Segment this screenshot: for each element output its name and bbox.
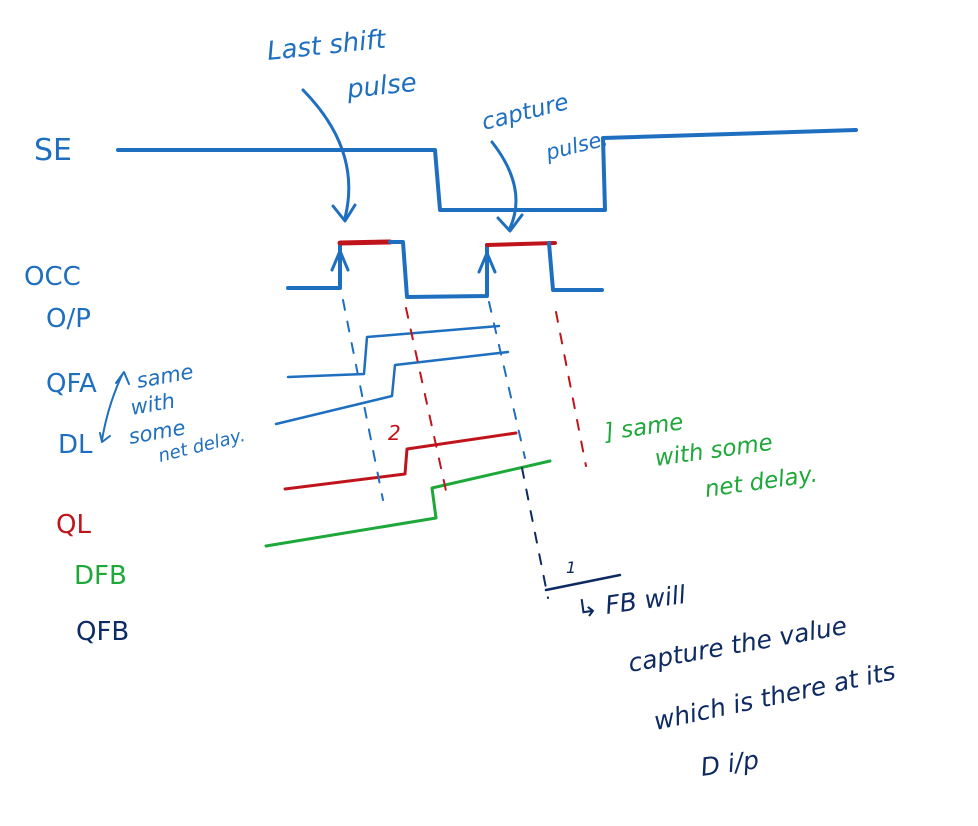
last-shift-arrow-icon xyxy=(301,88,351,220)
waveform-dfb xyxy=(264,459,552,548)
label-dl: DL xyxy=(58,430,93,460)
arrows xyxy=(99,88,524,443)
capture-arrow-icon xyxy=(490,140,518,230)
waveform-qfa xyxy=(286,324,501,379)
green-delay-note-3: net delay. xyxy=(703,461,819,503)
label-ql: QL xyxy=(56,510,91,540)
signal-labels: SE OCC O/P QFA DL QL DFB QFB xyxy=(24,133,129,647)
annotations: Last shift pulse capture pulse. same wit… xyxy=(127,25,898,782)
fb-note-2: capture the value xyxy=(626,611,849,678)
fb-note-1: ↳ FB will xyxy=(575,580,688,624)
label-occ: OCC xyxy=(24,262,81,292)
capture-label-2: pulse. xyxy=(542,126,610,165)
blue-delay-note-1: same xyxy=(135,359,195,393)
qfa-dl-relation-arrow-icon xyxy=(101,374,123,441)
marker-1: 1 xyxy=(566,558,576,577)
waveform-se xyxy=(116,128,858,212)
label-dfb: DFB xyxy=(74,561,127,591)
fb-note-4: D i/p xyxy=(699,745,761,782)
green-delay-note-1: ] same xyxy=(602,409,685,446)
label-se: SE xyxy=(34,133,72,168)
blue-delay-note-2: with xyxy=(129,389,177,420)
waveform-ql xyxy=(283,431,518,491)
fb-note-3: which is there at its xyxy=(651,656,898,736)
marker-2: 2 xyxy=(388,421,401,445)
waveform-dl xyxy=(274,350,510,426)
dashed-guides xyxy=(342,299,587,599)
occ-rise-arrow-icon-1 xyxy=(330,249,350,272)
waveform-occ xyxy=(286,239,604,299)
label-qfa: QFA xyxy=(46,369,97,399)
last-shift-label-2: pulse xyxy=(345,68,418,105)
last-shift-label: Last shift xyxy=(266,25,388,67)
label-occ-op: O/P xyxy=(46,304,91,334)
occ-rise-arrow-icon-2 xyxy=(477,251,497,274)
capture-label: capture xyxy=(479,89,571,136)
waveform-qfb xyxy=(544,573,622,592)
label-qfb: QFB xyxy=(76,617,129,647)
